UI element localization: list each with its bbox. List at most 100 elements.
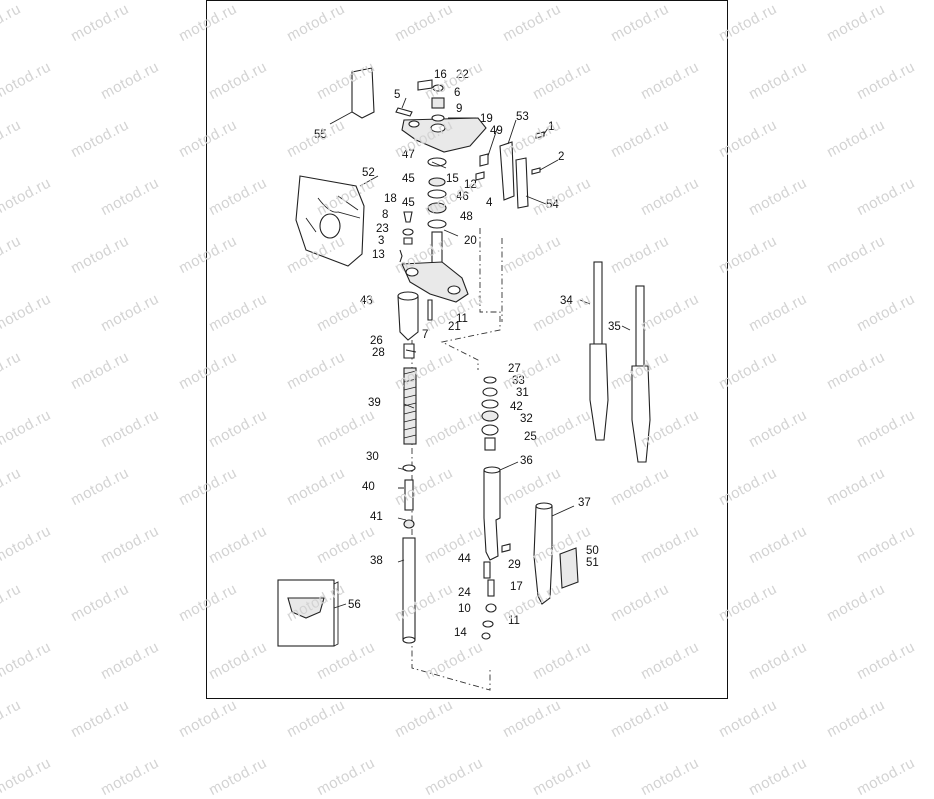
- callout-c33: 33: [512, 375, 525, 387]
- callout-c56: 56: [348, 599, 361, 611]
- callout-c32: 32: [520, 413, 533, 425]
- watermark-text: motod.ru: [392, 696, 456, 742]
- callout-c31: 31: [516, 387, 529, 399]
- parts-seal-stack: [481, 376, 499, 451]
- callout-c19: 19: [480, 113, 493, 125]
- watermark-text: motod.ru: [500, 696, 564, 742]
- part-34-fork-assembly: [589, 261, 609, 441]
- callout-c7: 7: [422, 329, 428, 341]
- watermark-text: motod.ru: [638, 754, 702, 799]
- part-19-upper-bracket: [401, 117, 487, 153]
- part-lower-bracket: [401, 261, 469, 321]
- parts-left-hardware: [399, 211, 414, 263]
- callout-c45a: 45: [402, 173, 415, 185]
- callout-c29: 29: [508, 559, 521, 571]
- part-35-fork-assembly: [631, 285, 651, 463]
- callout-c20: 20: [464, 235, 477, 247]
- callout-c4: 4: [486, 197, 493, 209]
- callout-c22: 22: [456, 69, 469, 81]
- callout-c43: 43: [360, 295, 373, 307]
- callout-c55: 55: [314, 129, 327, 141]
- watermark-text: motod.ru: [530, 754, 594, 799]
- callout-c24: 24: [458, 587, 471, 599]
- part-54-plate: [515, 157, 529, 209]
- watermark-text: motod.ru: [68, 696, 132, 742]
- callout-c21: 21: [448, 321, 461, 333]
- callout-c51: 51: [586, 557, 599, 569]
- callout-c27: 27: [508, 363, 521, 375]
- callout-c13: 13: [372, 249, 385, 261]
- callout-c2: 2: [558, 151, 564, 163]
- callout-c37: 37: [578, 497, 591, 509]
- callout-c53: 53: [516, 111, 529, 123]
- callout-c41: 41: [370, 511, 383, 523]
- callout-c40: 40: [362, 481, 375, 493]
- callout-c23: 23: [376, 223, 389, 235]
- callout-c15: 15: [446, 173, 459, 185]
- watermark-text: motod.ru: [284, 696, 348, 742]
- callout-c46: 46: [456, 191, 469, 203]
- parts-right-hardware: [475, 131, 545, 181]
- callout-c34: 34: [560, 295, 573, 307]
- callout-c11b: 11: [508, 615, 520, 627]
- watermark-text: motod.ru: [716, 696, 780, 742]
- callout-c14: 14: [454, 627, 467, 639]
- watermark-text: motod.ru: [0, 696, 24, 742]
- callout-c42: 42: [510, 401, 523, 413]
- part-50-reflector: [559, 547, 579, 589]
- callout-c5: 5: [394, 89, 400, 101]
- callout-c16: 16: [434, 69, 447, 81]
- part-40-damper-rod: [402, 464, 416, 529]
- callout-c35: 35: [608, 321, 621, 333]
- callout-c17: 17: [510, 581, 523, 593]
- watermark-text: motod.ru: [824, 696, 888, 742]
- watermark-text: motod.ru: [314, 754, 378, 799]
- part-37-right-slider: [533, 502, 553, 605]
- callout-c8: 8: [382, 209, 388, 221]
- callout-c25: 25: [524, 431, 537, 443]
- callout-c9: 9: [456, 103, 462, 115]
- callout-c54: 54: [546, 199, 559, 211]
- callout-c52: 52: [362, 167, 375, 179]
- part-36-left-slider: [483, 466, 501, 561]
- callout-c18: 18: [384, 193, 397, 205]
- part-53-plate: [499, 141, 515, 201]
- callout-c50: 50: [586, 545, 599, 557]
- part-52-nacelle: [295, 175, 365, 267]
- watermark-text: motod.ru: [206, 754, 270, 799]
- parts-bottom-hardware: [481, 543, 511, 640]
- watermark-text: motod.ru: [176, 696, 240, 742]
- watermark-text: motod.ru: [746, 754, 810, 799]
- callout-c39: 39: [368, 397, 381, 409]
- callout-c12: 12: [464, 179, 477, 191]
- part-56-service-manual: [277, 579, 339, 647]
- callout-c28: 28: [372, 347, 385, 359]
- watermark-text: motod.ru: [0, 754, 54, 799]
- callout-c1: 1: [548, 121, 554, 133]
- callout-c3: 3: [378, 235, 384, 247]
- parts-bearing-stack: [427, 157, 447, 229]
- callout-c49: 49: [490, 125, 503, 137]
- watermark-text: motod.ru: [98, 754, 162, 799]
- part-43-cover: [397, 291, 419, 341]
- watermark-text: motod.ru: [422, 754, 486, 799]
- callout-c26: 26: [370, 335, 383, 347]
- watermark-text: motod.ru: [854, 754, 918, 799]
- callout-c36: 36: [520, 455, 533, 467]
- watermark-text: motod.ru: [608, 696, 672, 742]
- callout-c38: 38: [370, 555, 383, 567]
- parts-cap-hardware: [395, 79, 445, 122]
- callout-c30: 30: [366, 451, 379, 463]
- callout-c44: 44: [458, 553, 471, 565]
- callout-c45b: 45: [402, 197, 415, 209]
- callout-c6: 6: [454, 87, 460, 99]
- callout-c48: 48: [460, 211, 473, 223]
- callout-c10: 10: [458, 603, 471, 615]
- part-55-bracket: [329, 67, 375, 125]
- callout-leaders: [333, 97, 631, 609]
- callout-c11a: 11: [456, 313, 468, 325]
- part-38-fork-tube: [402, 537, 416, 644]
- callout-c47: 47: [402, 149, 415, 161]
